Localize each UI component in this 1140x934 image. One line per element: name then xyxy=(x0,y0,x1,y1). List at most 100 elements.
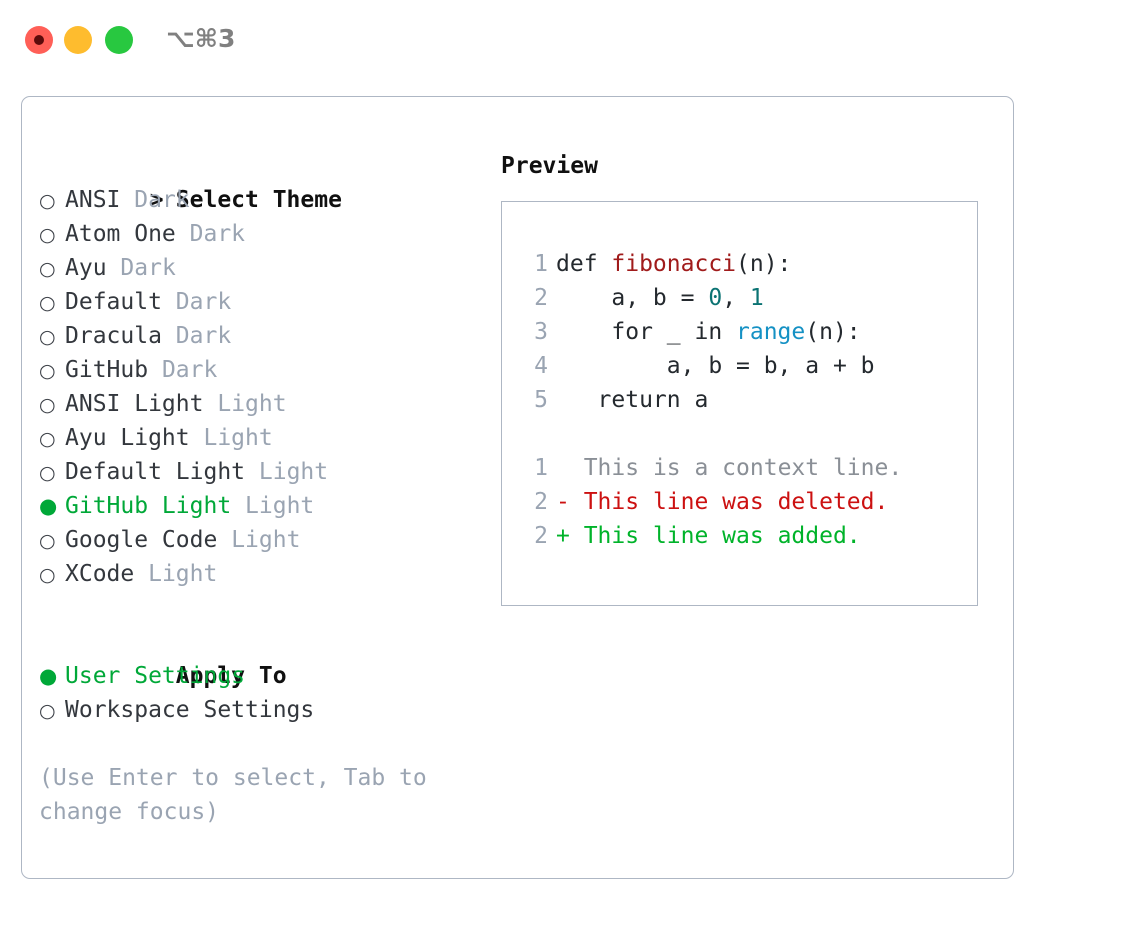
diff-sign xyxy=(556,455,570,481)
line-number: 3 xyxy=(534,319,548,345)
spacer xyxy=(231,493,245,519)
theme-list-item[interactable]: ○ Ayu Light Light xyxy=(39,421,489,455)
theme-list-item[interactable]: ○ Default Dark xyxy=(39,285,489,319)
theme-name: Default xyxy=(65,289,162,315)
spacer xyxy=(176,221,190,247)
code-line: 4 a, b = b, a + b xyxy=(522,349,962,383)
radio-unselected-icon: ○ xyxy=(39,462,56,484)
code-token: , xyxy=(722,285,750,311)
theme-list-item[interactable]: ○ Google Code Light xyxy=(39,523,489,557)
theme-list[interactable]: ○ANSI Dark○Atom One Dark○Ayu Dark○Defaul… xyxy=(39,183,489,591)
apply-to-heading: ○Apply To xyxy=(39,625,489,689)
theme-variant-tag: Light xyxy=(203,425,273,451)
theme-name: Atom One xyxy=(65,221,176,247)
spacer xyxy=(203,391,217,417)
theme-variant-tag: Light xyxy=(258,459,329,485)
theme-list-item[interactable]: ○ANSI Light Light xyxy=(39,387,489,421)
spacer xyxy=(162,323,176,349)
diff-block: 1 This is a context line. 2- This line wa… xyxy=(522,451,962,553)
theme-name: Ayu xyxy=(65,255,107,281)
diff-text: This line was deleted. xyxy=(569,489,889,515)
theme-list-item[interactable]: ○ANSI Dark xyxy=(39,183,489,217)
apply-to-option[interactable]: ○ Workspace Settings xyxy=(39,693,489,727)
theme-list-item[interactable]: ○Default Light Light xyxy=(39,455,489,489)
main-panel: >Select Theme ○ANSI Dark○Atom One Dark○A… xyxy=(21,96,1014,879)
code-token: range xyxy=(736,319,806,345)
line-number: 1 xyxy=(534,251,548,277)
theme-variant-tag: Light xyxy=(231,527,301,553)
radio-selected-icon: ● xyxy=(39,494,58,518)
theme-variant-tag: Dark xyxy=(161,357,218,383)
radio-unselected-icon: ○ xyxy=(39,700,56,722)
minimize-button[interactable] xyxy=(64,26,92,54)
theme-list-item[interactable]: ●GitHub Light Light xyxy=(39,489,489,523)
theme-name: XCode xyxy=(65,561,135,587)
radio-unselected-icon: ○ xyxy=(39,394,56,416)
radio-unselected-icon: ○ xyxy=(39,360,56,382)
apply-to-option[interactable]: ● User Settings xyxy=(39,659,489,693)
diff-text: This is a context line. xyxy=(569,455,903,481)
spacer xyxy=(107,255,121,281)
line-number: 4 xyxy=(534,353,548,379)
code-token: def xyxy=(556,251,612,277)
line-number: 2 xyxy=(534,523,548,549)
code-token: (n): xyxy=(805,319,861,345)
radio-unselected-icon: ○ xyxy=(39,564,56,586)
line-number: 2 xyxy=(534,285,548,311)
theme-list-item[interactable]: ○ XCode Light xyxy=(39,557,489,591)
theme-variant-tag: Dark xyxy=(175,323,232,349)
spacer xyxy=(217,527,231,553)
maximize-button[interactable] xyxy=(105,26,133,54)
spacer xyxy=(120,187,134,213)
spacer xyxy=(148,357,162,383)
select-theme-heading: >Select Theme xyxy=(39,149,489,213)
theme-variant-tag: Dark xyxy=(134,187,190,213)
close-icon xyxy=(34,35,44,45)
apply-to-label: Apply To xyxy=(175,663,287,689)
theme-list-item[interactable]: ○Ayu Dark xyxy=(39,251,489,285)
apply-to-option-label: User Settings xyxy=(65,663,246,689)
radio-unselected-icon: ○ xyxy=(39,428,56,450)
code-token: (n): xyxy=(736,251,792,277)
diff-line: 2+ This line was added. xyxy=(522,519,962,553)
diff-sign: + xyxy=(556,523,570,549)
theme-name: Ayu Light xyxy=(65,425,190,451)
code-token: fibonacci xyxy=(611,251,737,277)
radio-unselected-icon: ○ xyxy=(39,258,56,280)
theme-variant-tag: Dark xyxy=(175,289,232,315)
select-theme-label: Select Theme xyxy=(175,187,342,213)
theme-variant-tag: Light xyxy=(148,561,218,587)
spacer xyxy=(162,289,176,315)
title-bar: ⌥⌘3 xyxy=(0,0,1140,76)
code-token: 1 xyxy=(749,285,764,311)
apply-to-option-label: Workspace Settings xyxy=(65,697,315,723)
theme-name: ANSI xyxy=(65,187,121,213)
radio-selected-icon: ● xyxy=(39,664,58,688)
spacer xyxy=(190,425,204,451)
spacer xyxy=(134,561,148,587)
theme-list-item[interactable]: ○Atom One Dark xyxy=(39,217,489,251)
radio-unselected-icon: ○ xyxy=(39,224,56,246)
theme-name: Google Code xyxy=(65,527,218,553)
radio-unselected-icon: ○ xyxy=(39,292,56,314)
diff-sign: - xyxy=(556,489,570,515)
apply-to-list[interactable]: ● User Settings ○ Workspace Settings xyxy=(39,659,489,727)
code-token: a, b = b, a + b xyxy=(556,353,875,379)
diff-line: 1 This is a context line. xyxy=(522,451,962,485)
code-token: return a xyxy=(556,387,709,413)
code-token: 0 xyxy=(708,285,723,311)
preview-heading: Preview xyxy=(501,153,598,179)
theme-list-item[interactable]: ○Dracula Dark xyxy=(39,319,489,353)
code-token: a, b = xyxy=(556,285,709,311)
theme-list-item[interactable]: ○GitHub Dark xyxy=(39,353,489,387)
code-line: 1 def fibonacci(n): xyxy=(522,247,962,281)
theme-variant-tag: Light xyxy=(245,493,315,519)
spacer xyxy=(245,459,259,485)
line-number: 2 xyxy=(534,489,548,515)
code-line: 5 return a xyxy=(522,383,962,417)
radio-unselected-icon: ○ xyxy=(39,530,56,552)
